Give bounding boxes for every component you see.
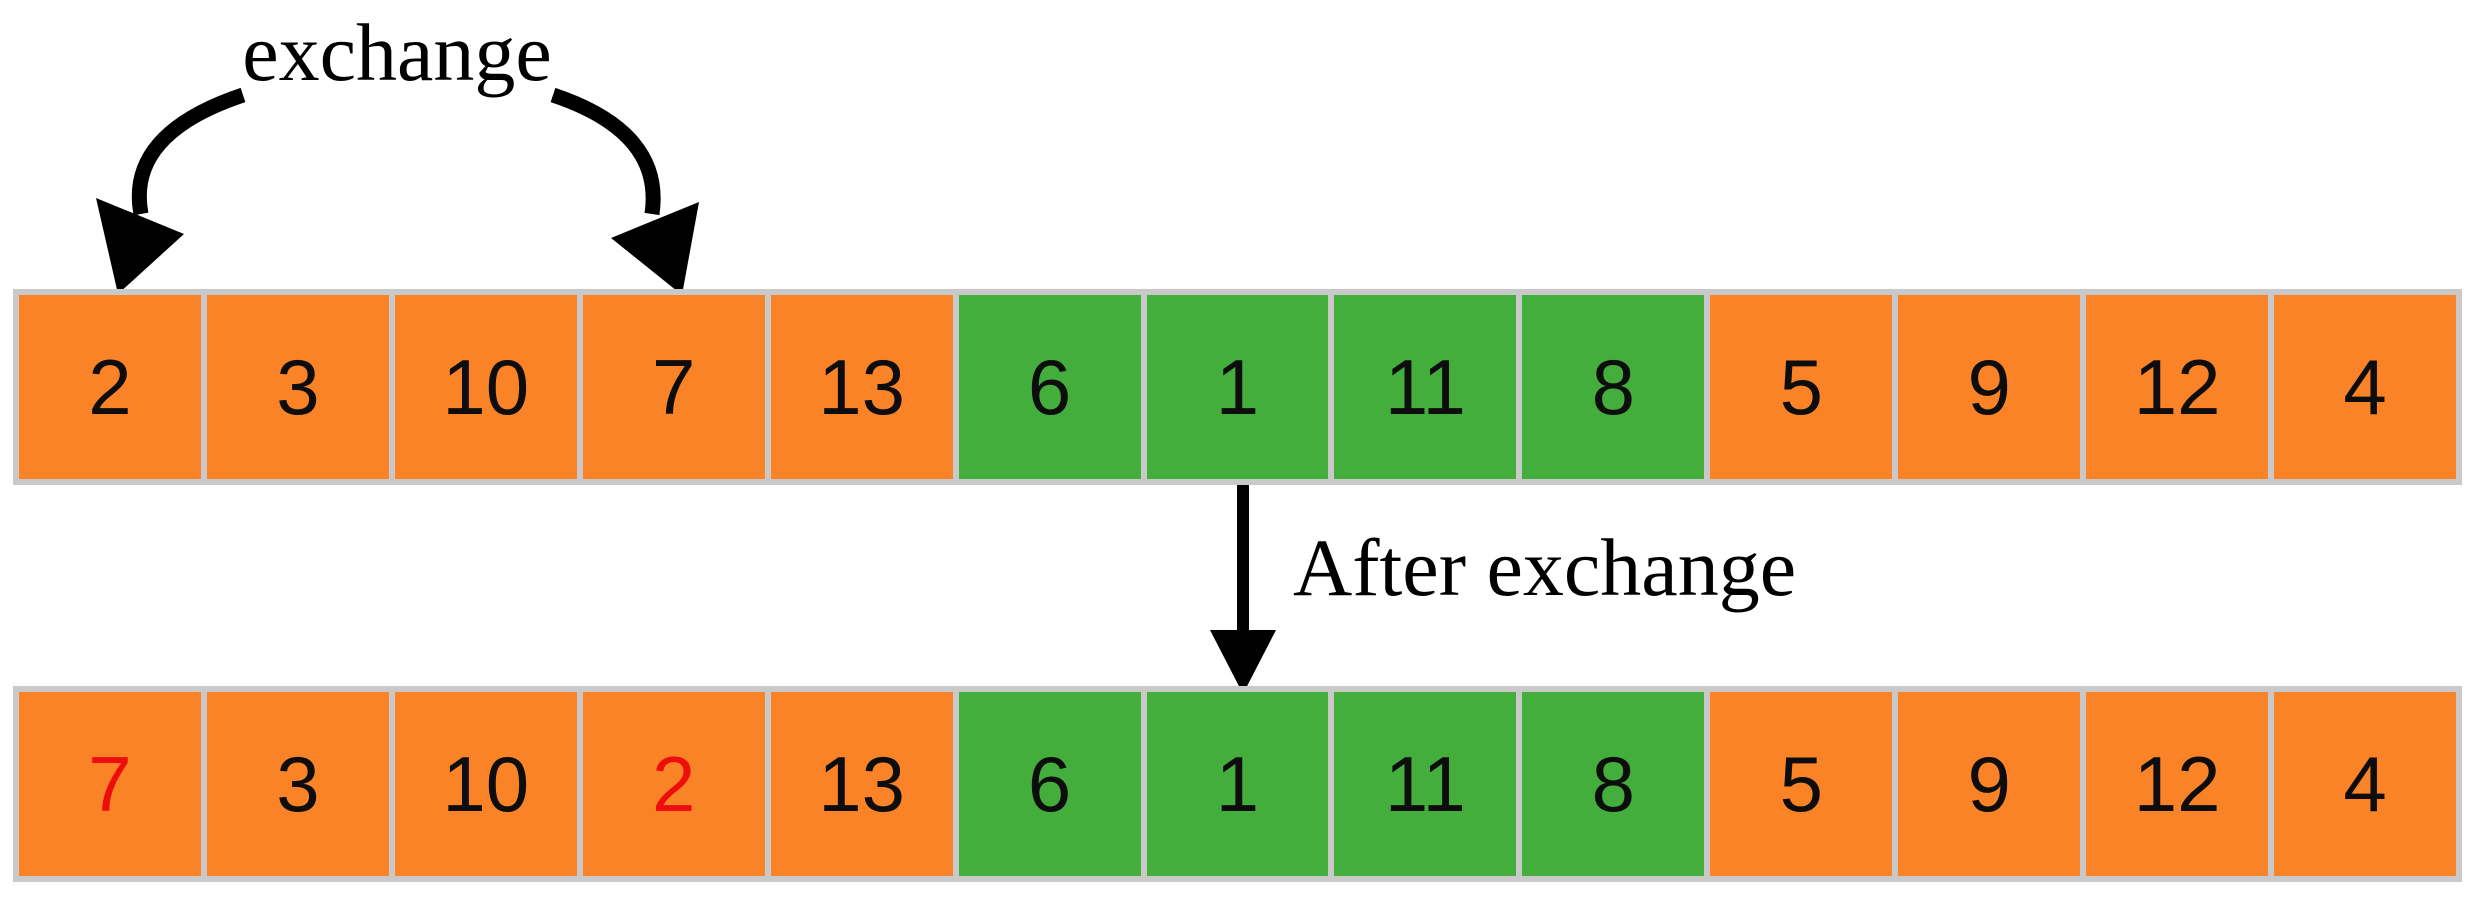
- exchange-arrow-left-icon: [96, 87, 246, 294]
- array-cell: 5: [1710, 692, 1893, 876]
- array-cell: 2: [19, 295, 201, 479]
- array-cell: 8: [1522, 692, 1705, 876]
- array-cell: 6: [958, 295, 1141, 479]
- array-cell: 9: [1898, 295, 2081, 479]
- array-cell: 7: [19, 692, 201, 876]
- array-cell: 10: [394, 692, 577, 876]
- array-cell: 10: [394, 295, 577, 479]
- array-cell: 11: [1334, 692, 1517, 876]
- after-exchange-label: After exchange: [1293, 522, 1797, 613]
- array-cell: 8: [1522, 295, 1705, 479]
- array-cell: 1: [1146, 692, 1329, 876]
- exchange-arrow-right-icon: [550, 87, 699, 295]
- array-cell: 12: [2086, 295, 2269, 479]
- array-cell: 6: [958, 692, 1141, 876]
- array-cell: 3: [206, 295, 389, 479]
- array-cell: 13: [770, 295, 953, 479]
- array-cell: 12: [2086, 692, 2269, 876]
- array-cell: 7: [582, 295, 765, 479]
- array-cell: 3: [206, 692, 389, 876]
- array-cell: 9: [1898, 692, 2081, 876]
- array-cell: 4: [2274, 295, 2456, 479]
- array-cell: 13: [770, 692, 953, 876]
- array-cell: 5: [1710, 295, 1893, 479]
- array-cell: 11: [1334, 295, 1517, 479]
- exchange-label: exchange: [242, 7, 552, 98]
- array-cell: 1: [1146, 295, 1329, 479]
- after-exchange-arrow-icon: [1210, 481, 1276, 694]
- array-cell: 4: [2274, 692, 2456, 876]
- array-cell: 2: [582, 692, 765, 876]
